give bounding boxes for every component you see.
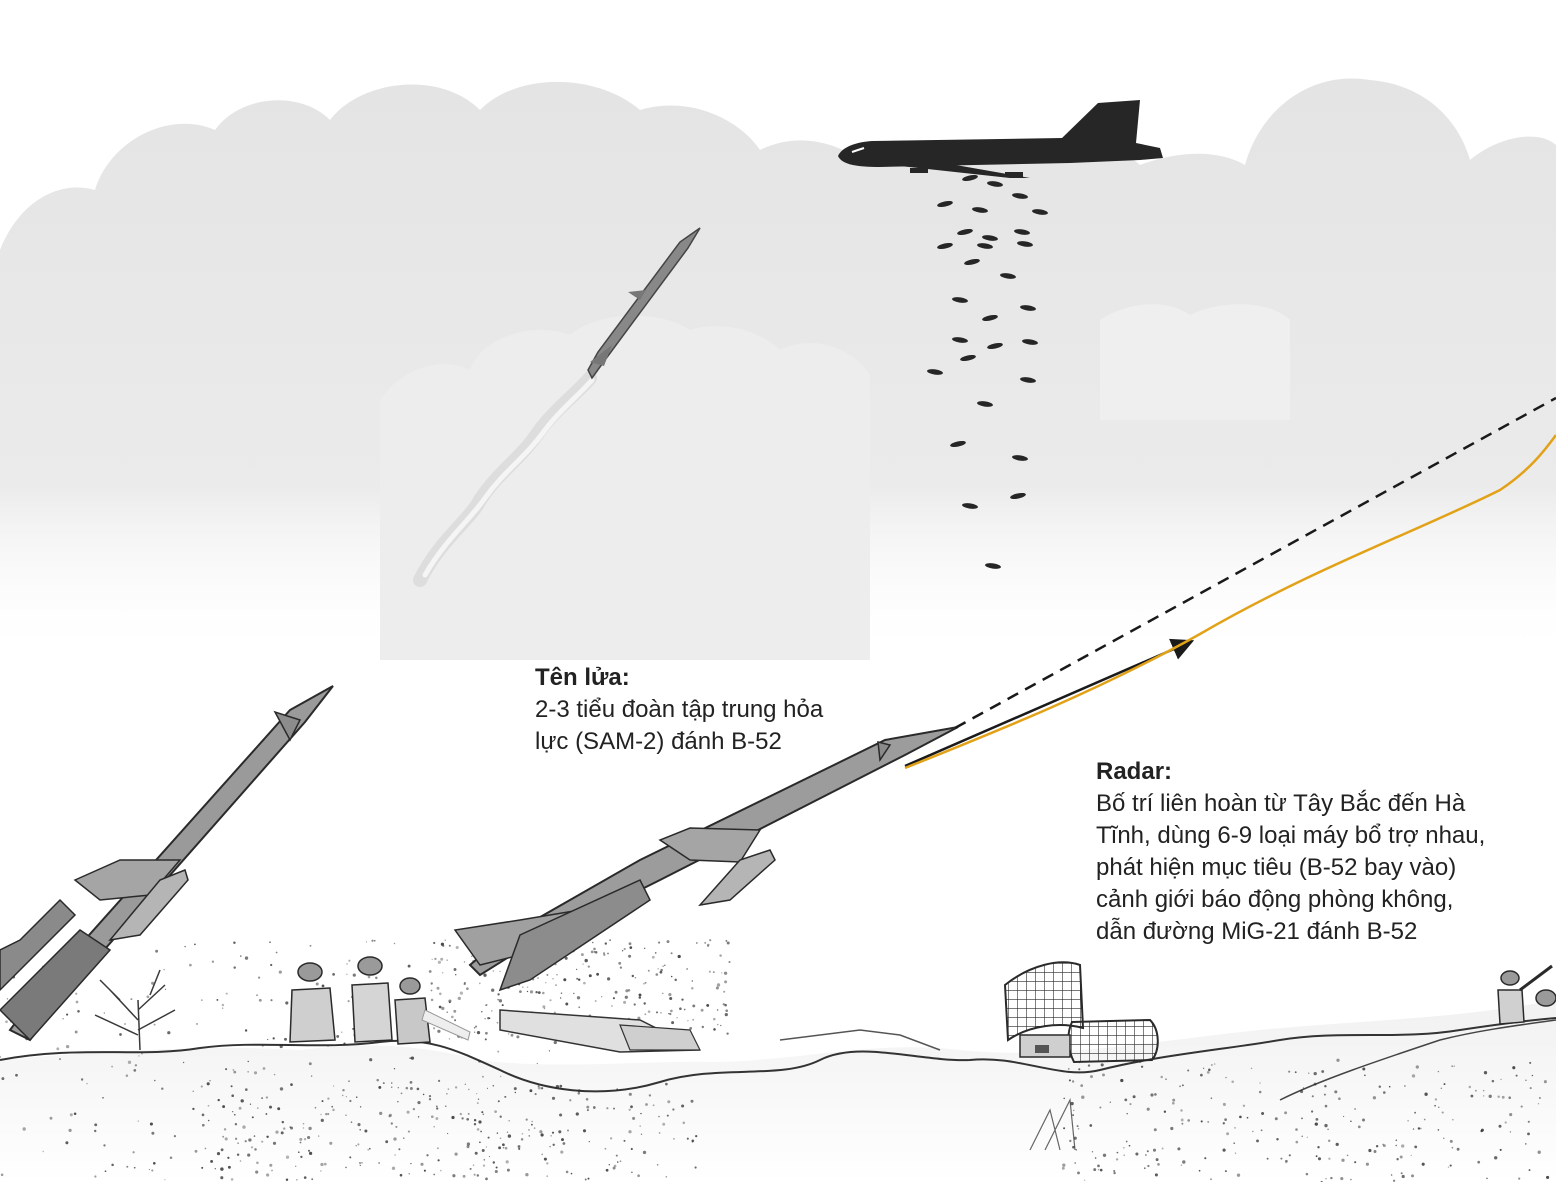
bomb-icon	[937, 242, 953, 250]
bomb-icon	[1012, 193, 1028, 199]
bomb-icon	[1010, 492, 1026, 500]
radar-annotation: Radar: Bố trí liên hoàn từ Tây Bắc đến H…	[1096, 756, 1536, 948]
bomb-icon	[937, 200, 953, 208]
bomb-icon	[927, 369, 943, 375]
lookout-soldier-icon	[1497, 964, 1556, 1025]
radar-annotation-body: Bố trí liên hoàn từ Tây Bắc đến Hà Tĩnh,…	[1096, 790, 1486, 945]
bomb-icon	[1022, 339, 1038, 345]
bomb-icon	[982, 314, 998, 322]
sam2-missile-main-icon	[453, 726, 959, 1053]
bomb-icon	[1000, 273, 1016, 279]
bomb-icon	[962, 174, 978, 182]
bomb-icon	[957, 228, 973, 236]
bush	[94, 969, 176, 1051]
missile-annotation: Tên lửa: 2-3 tiểu đoàn tập trung hỏa lực…	[535, 662, 865, 758]
bomb-icon	[952, 297, 968, 303]
bomb-icon	[987, 181, 1003, 187]
distant-missile-icon	[413, 227, 701, 587]
guidance-paths	[904, 396, 1556, 770]
bomb-icon	[964, 258, 980, 266]
terrain	[0, 1000, 1556, 1182]
missile-annotation-body: 2-3 tiểu đoàn tập trung hỏa lực (SAM-2) …	[535, 696, 824, 755]
bomb-icon	[1017, 241, 1033, 247]
soldier-icon	[289, 956, 471, 1045]
missile-annotation-title: Tên lửa:	[535, 664, 630, 691]
b52-bomber-icon	[838, 100, 1163, 178]
bomb-icon	[1020, 305, 1036, 311]
bomb-icon	[982, 235, 998, 241]
bomb-icon	[1020, 377, 1036, 383]
bomb-icon	[1012, 455, 1028, 461]
cloud-bank	[0, 78, 1556, 661]
bomb-stream	[927, 174, 1048, 569]
bomb-icon	[972, 207, 988, 213]
bomb-icon	[962, 503, 978, 509]
bomb-icon	[950, 440, 966, 448]
bomb-icon	[977, 243, 993, 249]
bomb-icon	[987, 342, 1003, 350]
radar-antenna-icon	[1003, 961, 1159, 1064]
bomb-icon	[952, 337, 968, 343]
sam2-missile-left-icon	[0, 685, 334, 1042]
radar-annotation-title: Radar:	[1096, 758, 1173, 785]
bomb-icon	[985, 563, 1001, 569]
bomb-icon	[977, 401, 993, 407]
bomb-icon	[960, 354, 976, 362]
bomb-icon	[1014, 229, 1030, 235]
bomb-icon	[1032, 209, 1048, 215]
